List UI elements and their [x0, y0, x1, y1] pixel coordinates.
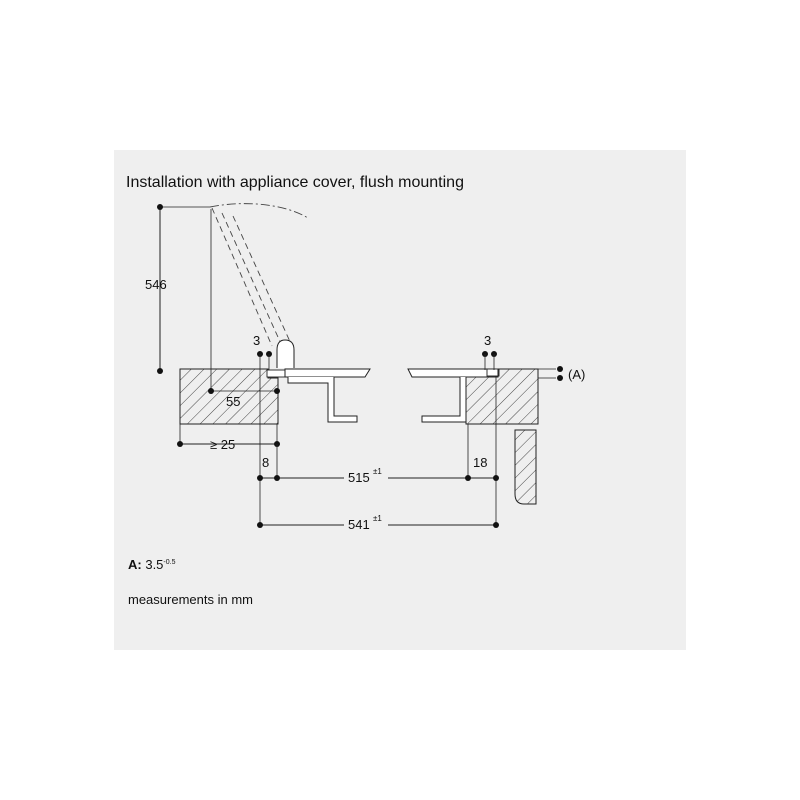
left-appliance-frame	[266, 368, 371, 423]
gap-right-label: 3	[484, 333, 491, 348]
gap-right-dimension: 3	[482, 333, 497, 370]
a-footnote-value: 3.5	[145, 557, 164, 572]
a-footnote: A: 3.5-0.5	[128, 557, 175, 572]
a-marker-label: (A)	[568, 367, 585, 382]
a-footnote-key: A:	[128, 557, 142, 572]
recess-width-tolerance: ±1	[373, 514, 382, 523]
a-dimension: (A)	[538, 366, 585, 382]
recess-width-label: 541	[348, 517, 370, 532]
lid-height-dimension: 546	[145, 204, 210, 374]
cutout-width-dimension: 515 ±1	[257, 467, 499, 486]
min-thickness-dimension: ≥ 25	[177, 424, 280, 452]
recess-width-dimension: 541 ±1	[257, 514, 499, 533]
a-footnote-tolerance: -0.5	[163, 559, 176, 566]
min-thickness-label: ≥ 25	[210, 437, 235, 452]
gap-left-dimension: 3	[253, 333, 272, 370]
edge-right-label: 18	[473, 455, 487, 470]
diagram-title: Installation with appliance cover, flush…	[126, 174, 464, 191]
lid-height-label: 546	[145, 277, 167, 292]
counter-offset-dimension: 55	[208, 388, 280, 409]
cutout-width-label: 515	[348, 470, 370, 485]
gap-left-label: 3	[253, 333, 260, 348]
units-note: measurements in mm	[128, 592, 253, 607]
cutout-width-tolerance: ±1	[373, 467, 382, 476]
edge-left-label: 8	[262, 455, 269, 470]
right-countertop	[465, 368, 539, 505]
counter-offset-label: 55	[226, 394, 240, 409]
appliance-cover	[209, 203, 309, 394]
